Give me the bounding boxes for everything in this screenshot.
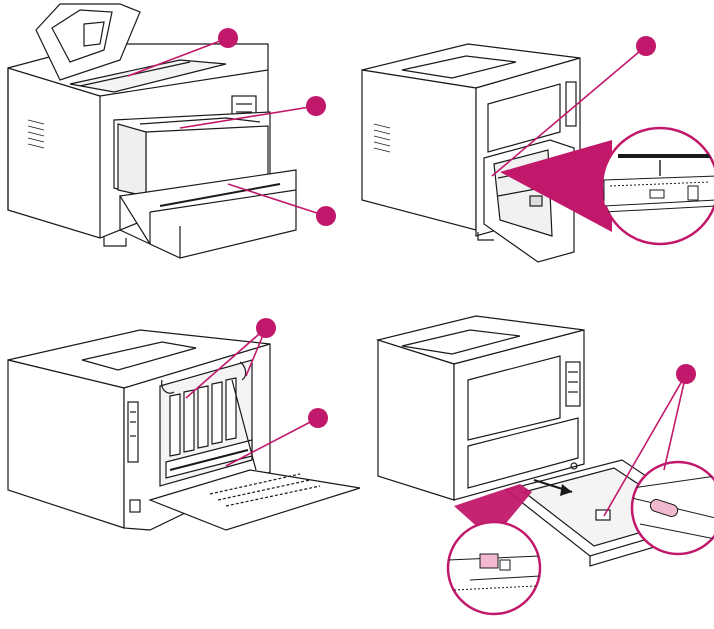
callout-marker-2 xyxy=(306,96,326,116)
panel-top-right xyxy=(362,44,580,262)
callout-marker-6 xyxy=(308,408,328,428)
leader-line xyxy=(664,374,686,470)
callout-marker-3 xyxy=(316,206,336,226)
panel-bottom-left xyxy=(8,330,360,530)
callout-marker-7 xyxy=(676,364,696,384)
callout-marker-5 xyxy=(256,318,276,338)
callout-marker-4 xyxy=(636,36,656,56)
callout-marker-1 xyxy=(218,28,238,48)
panel-top-left xyxy=(8,4,296,258)
